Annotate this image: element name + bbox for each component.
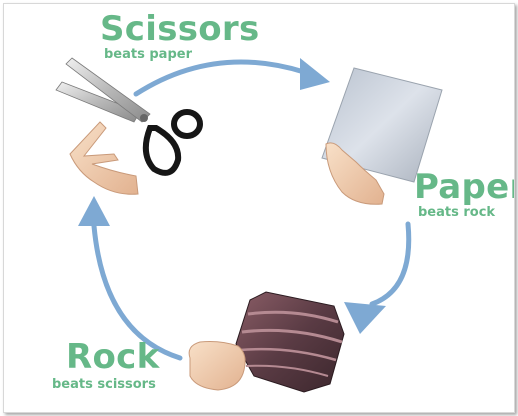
- rock-subtitle: beats scissors: [52, 377, 156, 392]
- scissors-icon: [55, 57, 203, 176]
- scissors-hand-icon: [69, 121, 139, 195]
- paper-title: Paper: [414, 167, 514, 207]
- diagram-frame: Scissors beats paper Paper beats rock Ro…: [3, 3, 515, 413]
- scissors-title: Scissors: [100, 9, 260, 49]
- paper-hand-icon: [325, 142, 385, 205]
- arrow-scissors-to-paper: [133, 58, 330, 97]
- arrow-paper-to-rock: [344, 221, 412, 334]
- rock-title: Rock: [66, 337, 160, 377]
- cycle-diagram: [55, 57, 443, 393]
- paper-sheet-icon: [321, 67, 443, 183]
- arrow-rock-to-scissors: [78, 196, 183, 361]
- rock-fist-icon: [188, 341, 246, 391]
- paper-subtitle: beats rock: [418, 205, 496, 220]
- rock-icon: [235, 291, 345, 393]
- scissors-subtitle: beats paper: [104, 47, 192, 62]
